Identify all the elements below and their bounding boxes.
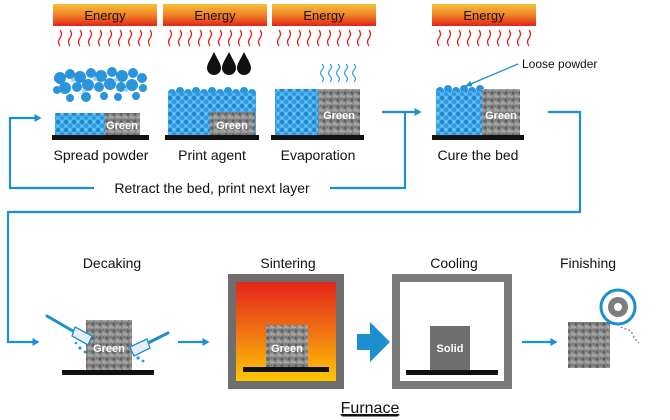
step-label-spread: Spread powder — [54, 147, 149, 163]
green-part — [318, 89, 360, 135]
decaking-illustration: Green — [45, 314, 170, 375]
step-label-cure: Cure the bed — [438, 147, 519, 163]
cooling-furnace: Solid — [392, 274, 512, 389]
build-bed — [432, 135, 524, 140]
green-label: Green — [485, 110, 517, 122]
green-part — [86, 320, 132, 370]
energy-label: Energy — [84, 8, 126, 23]
retract-label: Retract the bed, print next layer — [114, 180, 310, 196]
build-bed — [271, 135, 364, 140]
green-label: Green — [216, 120, 248, 132]
energy-label: Energy — [463, 8, 505, 23]
green-label: Green — [106, 120, 138, 132]
build-bed — [52, 135, 149, 140]
step-label-print: Print agent — [178, 147, 246, 163]
retract-loop-left — [8, 114, 94, 190]
green-part — [482, 89, 520, 135]
heater-spread: Energy — [53, 4, 157, 47]
heater-print: Energy — [163, 4, 267, 47]
solid-part — [430, 326, 470, 370]
big-arrow-sinter-to-cool — [357, 322, 390, 362]
retract-loop-right — [330, 112, 407, 190]
flow-arrows-top — [6, 108, 582, 346]
heater-cure: Energy — [432, 4, 536, 47]
heat-waves — [276, 29, 372, 47]
green-part — [210, 112, 255, 135]
heat-waves — [436, 29, 532, 47]
solid-label: Solid — [437, 343, 464, 355]
step-label-sinter: Sintering — [260, 255, 315, 271]
build-bed — [165, 135, 259, 140]
energy-label: Energy — [303, 8, 345, 23]
step-label-evap: Evaporation — [281, 147, 356, 163]
grinding-wheel-icon — [599, 288, 640, 344]
heat-waves — [167, 29, 263, 47]
finished-part — [568, 322, 610, 368]
loose-powder-label: Loose powder — [522, 57, 597, 71]
green-label: Green — [271, 343, 303, 355]
heat-waves — [57, 29, 153, 47]
step-label-cool: Cooling — [430, 255, 477, 271]
sintering-furnace: Green — [228, 274, 344, 389]
heater-evap: Energy — [272, 4, 376, 47]
green-part — [266, 325, 308, 367]
loose-powder-pointer — [465, 63, 519, 87]
build-bed — [62, 370, 154, 375]
spread-powder-illustration: Green — [52, 67, 149, 140]
energy-label: Energy — [194, 8, 236, 23]
cure-bed-illustration: Green Loose powder — [432, 57, 597, 140]
finishing-illustration — [568, 288, 640, 368]
vapor-icon — [319, 63, 357, 83]
step-label-decak: Decaking — [83, 255, 141, 271]
build-bed — [406, 370, 498, 375]
green-label: Green — [93, 343, 125, 355]
agent-droplets-icon — [207, 52, 251, 75]
evaporation-illustration: Green — [271, 63, 364, 140]
brush-left-icon — [45, 314, 93, 354]
print-agent-illustration: Green — [165, 52, 259, 140]
green-part — [105, 113, 140, 135]
step-label-finish: Finishing — [560, 255, 616, 271]
green-label: Green — [323, 110, 355, 122]
furnace-label: Furnace — [341, 400, 400, 417]
build-bed — [243, 367, 329, 372]
loose-powder-cloud — [53, 67, 147, 102]
arrow-cure-to-decak — [6, 110, 582, 346]
brush-right-icon — [129, 331, 170, 363]
